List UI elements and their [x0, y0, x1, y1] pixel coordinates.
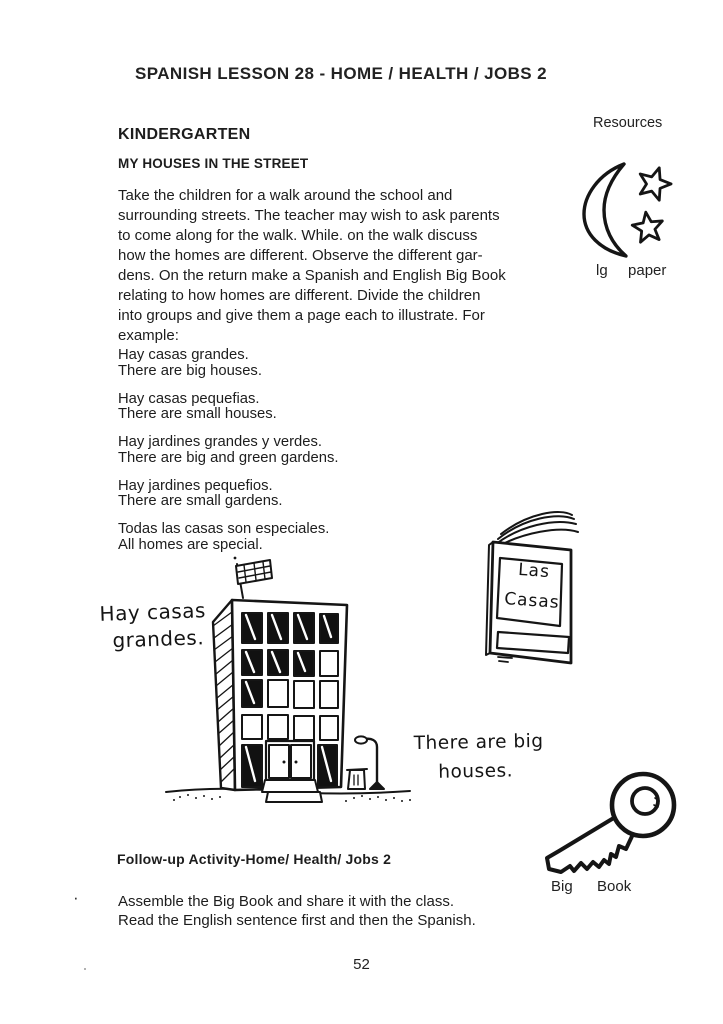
instruction-line: into groups and give them a page each to… — [118, 307, 485, 324]
followup-heading: Follow-up Activity-Home/ Health/ Jobs 2 — [117, 851, 392, 867]
phrase-pair: Hay jardines grandes y verdes. There are… — [118, 434, 339, 466]
star-icon — [630, 210, 664, 244]
spanish-phrase: Hay casas pequefias. — [118, 390, 260, 407]
building-front — [230, 598, 349, 792]
trash-can — [347, 769, 366, 790]
book-cover-mark — [497, 656, 513, 663]
spanish-phrase: Todas las casas son especiales. — [118, 521, 330, 537]
door-right-panel — [290, 744, 312, 779]
door-knob — [294, 760, 298, 764]
resource-caption-bigbook: Big Book — [551, 878, 632, 895]
english-phrase: There are small houses. — [118, 406, 277, 422]
moon-and-stars-icon — [576, 158, 688, 264]
trash-can-lid — [346, 768, 368, 771]
spanish-phrase: Hay jardines pequefios. — [118, 477, 273, 494]
instruction-line: surrounding streets. The teacher may wis… — [118, 207, 500, 224]
bullet-dot: · — [73, 888, 79, 907]
page-number: 52 — [353, 956, 370, 973]
spanish-phrase: Hay casas grandes. — [118, 347, 249, 363]
phrase-pair: Hay casas pequefias. There are small hou… — [118, 390, 338, 423]
trash-can-lines — [353, 774, 359, 786]
side-wall-hatching — [212, 611, 236, 783]
lamp-base — [369, 781, 385, 790]
instructions-paragraph: Take the children for a walk around the … — [118, 186, 506, 346]
flag-finial — [233, 556, 237, 560]
big-book-illustration — [468, 510, 620, 672]
english-phrase: There are big houses. — [118, 362, 262, 379]
window-highlights — [244, 613, 333, 783]
star-icon — [638, 166, 673, 202]
page-title: SPANISH LESSON 28 - HOME / HEALTH / JOBS… — [135, 64, 547, 83]
phrase-pair: Hay casas grandes. There are big houses. — [118, 347, 338, 379]
followup-line: Read the English sentence first and then… — [118, 912, 476, 929]
phrase-pair: Hay jardines pequefios. There are small … — [118, 477, 338, 510]
scan-artifact-dot — [84, 968, 86, 970]
book-cover-label — [495, 556, 564, 628]
book-spine — [485, 541, 494, 656]
resource-caption-paper: lg paper — [596, 262, 667, 279]
book-pages — [494, 511, 579, 549]
instruction-line: how the homes are different. Observe the… — [118, 247, 483, 264]
phrase-pairs-list: Hay casas grandes. There are big houses.… — [118, 347, 339, 566]
door-knob — [282, 760, 286, 764]
instruction-line: relating to how homes are different. Div… — [118, 287, 481, 304]
followup-line: Assemble the Big Book and share it with … — [118, 893, 455, 910]
english-phrase: There are big and green gardens. — [118, 449, 339, 466]
lamp-head — [354, 735, 368, 745]
resources-label: Resources — [593, 115, 663, 131]
handwritten-line: grandes. — [112, 625, 205, 653]
book-cover-lower-box — [495, 630, 571, 655]
followup-instructions: Assemble the Big Book and share it with … — [118, 892, 476, 930]
phrase-pair: Todas las casas son especiales. All home… — [118, 521, 338, 553]
handwritten-line: There are big — [413, 730, 544, 755]
instruction-line: Take the children for a walk around the … — [118, 187, 453, 204]
book-cover-line: Las — [517, 559, 551, 583]
ground-dots — [173, 794, 411, 802]
instruction-line: to come along for the walk. While. on th… — [118, 227, 478, 244]
instruction-line: example: — [118, 327, 179, 344]
door-left-panel — [268, 744, 290, 779]
book-cover-line: Casas — [503, 589, 561, 613]
door-steps — [261, 779, 323, 803]
section-heading-kindergarten: KINDERGARTEN — [118, 126, 251, 143]
flag-stripes — [237, 561, 272, 583]
handwritten-line: houses. — [438, 760, 514, 783]
crescent-moon-icon — [582, 162, 628, 258]
key-hole-hatching — [652, 791, 660, 808]
handwritten-english-caption: There are big houses. — [414, 727, 545, 787]
activity-title: MY HOUSES IN THE STREET — [118, 156, 309, 171]
english-phrase: There are small gardens. — [118, 493, 283, 509]
english-phrase: All homes are special. — [118, 536, 263, 553]
handwritten-spanish-caption: Hay casas grandes. — [99, 597, 207, 655]
key-icon — [541, 768, 723, 876]
key-shaft — [545, 814, 636, 874]
book-cover-title: Las Casas — [500, 556, 566, 616]
instruction-line: dens. On the return make a Spanish and E… — [118, 267, 506, 284]
lamp-post — [363, 737, 379, 790]
building-illustration — [158, 551, 426, 821]
handwritten-line: Hay casas — [99, 598, 207, 626]
spanish-phrase: Hay jardines grandes y verdes. — [118, 434, 322, 450]
key-hole — [630, 786, 660, 816]
